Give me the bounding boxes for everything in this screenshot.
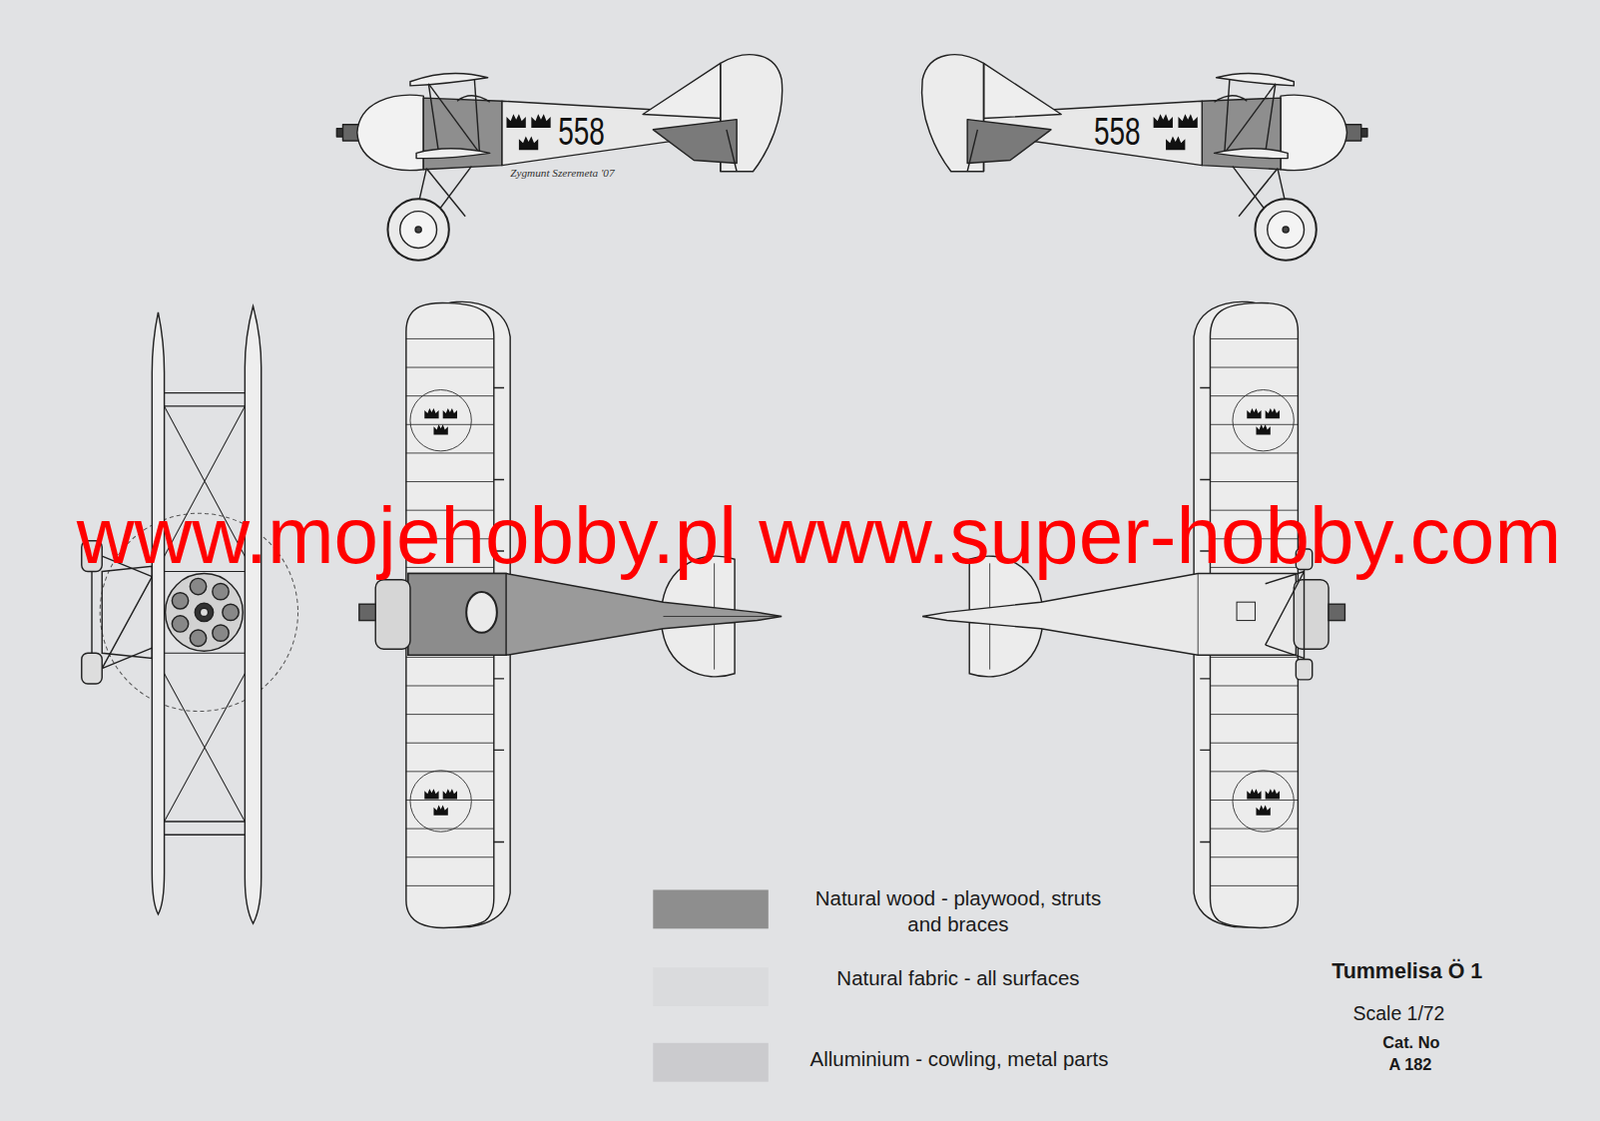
front-view: [90, 570, 92, 653]
left-side-view: [336, 54, 782, 261]
front-view: [212, 582, 229, 599]
legend-text: Natural fabric - all surfaces: [753, 964, 1162, 992]
bottom-view-fuselage: [1303, 566, 1305, 661]
catalog-number: A 182: [1388, 1056, 1432, 1075]
top-view: [406, 301, 511, 928]
front-view: [171, 615, 188, 632]
bottom-view-fuselage: [1265, 570, 1305, 658]
watermark: www.mojehobby.pl www.super-hobby.com: [76, 490, 1562, 582]
top-view-fuselage: [359, 603, 376, 620]
legend-swatch: [652, 967, 769, 1007]
artist-signature: Zygmunt Szeremeta '07: [510, 166, 614, 180]
serial-number: 558: [557, 111, 605, 151]
top-view: [359, 301, 782, 928]
bottom-view-fuselage: [922, 573, 1296, 656]
legend-text: Natural wood - playwood, struts and brac…: [810, 884, 1106, 938]
front-view: [189, 577, 206, 594]
scale-note: Scale 1/72: [1353, 1003, 1446, 1026]
top-view-fuselage: [375, 579, 411, 650]
bottom-view-fuselage: [1197, 573, 1199, 656]
legend-swatch: [652, 1043, 769, 1082]
sheet-title: Tummelisa Ö 1: [1331, 959, 1483, 985]
sheet: Tummelisa Ö 1 558 558Zygmunt Szeremeta '07…: [0, 0, 1600, 1096]
bottom-view: [1232, 390, 1294, 833]
front-view: [194, 602, 213, 621]
top-view-fuselage: [663, 615, 783, 617]
legend-text: Alluminium - cowling, metal parts: [744, 1046, 1173, 1073]
bottom-view: [922, 301, 1345, 928]
front-view: [164, 393, 246, 836]
front-view: [244, 306, 261, 925]
top-view: [410, 390, 472, 833]
serial-number: 558: [1093, 111, 1141, 151]
top-view-fuselage: [408, 573, 507, 656]
front-view: [165, 573, 244, 652]
front-view: [189, 629, 206, 646]
bottom-view-fuselage: [1295, 658, 1312, 679]
front-view: [171, 592, 188, 609]
legend-swatch: [652, 889, 769, 929]
top-view-fuselage: [408, 573, 782, 656]
front-view: [199, 607, 208, 616]
front-view: [164, 570, 246, 653]
front-view: [212, 624, 229, 641]
right-side-view: [922, 54, 1368, 261]
front-view: [81, 306, 299, 925]
bottom-view-fuselage: [1328, 603, 1345, 620]
front-view: [222, 603, 239, 620]
top-view-fuselage: [359, 573, 782, 656]
front-view: [81, 652, 102, 684]
bottom-view-fuselage: [1293, 579, 1329, 650]
front-view: [164, 406, 246, 822]
bottom-view-fuselage: [1236, 601, 1255, 620]
catalog-label: Cat. No: [1382, 1034, 1440, 1054]
text-layer: Tummelisa Ö 1 558 558Zygmunt Szeremeta '07…: [0, 0, 1600, 1096]
front-view: [151, 312, 164, 915]
top-view-fuselage: [466, 591, 498, 633]
